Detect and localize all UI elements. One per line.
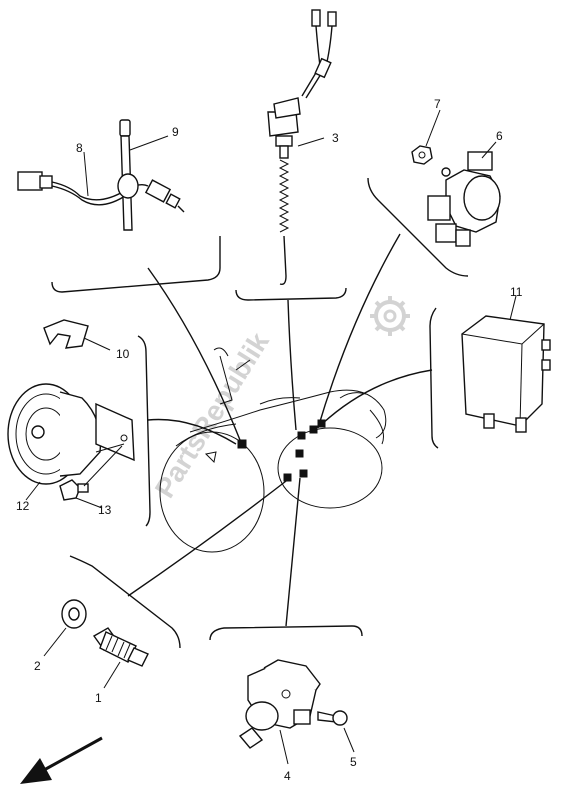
callout-6: 6 [496,129,503,143]
part-5-screw [317,710,348,726]
part-2-washer [61,599,87,629]
motorcycle-outline [159,347,387,553]
callout-13: 13 [98,503,112,517]
part-1-switch [92,627,149,667]
part-11-relay-box [461,315,551,433]
arrow-front-left-icon [20,736,103,784]
callout-4: 4 [284,769,291,783]
callout-leaders [25,109,517,765]
callout-1: 1 [95,691,102,705]
bracket-right [429,307,439,449]
callout-11: 11 [510,285,523,299]
callout-12: 12 [16,499,30,513]
part-10-clamp [43,319,89,349]
bracket-bottom-left [69,555,181,649]
gear-icon [370,296,410,336]
part-9-cable-tie [117,119,139,231]
part-6-starter-relay [427,151,501,247]
bracket-left [137,335,151,527]
part-4-switch-assembly [238,659,321,749]
part-7-nut [411,145,433,165]
part-12-horn [7,383,135,485]
connection-points [237,419,326,482]
bracket-bottom [209,625,363,641]
group-brackets [51,177,469,649]
callout-labels: 1 2 3 4 5 6 7 8 9 10 11 12 13 [16,97,523,783]
callout-9: 9 [172,125,179,139]
bracket-top-left [51,236,221,293]
watermark: PartsRepublik [149,296,410,503]
callout-2: 2 [34,659,41,673]
watermark-text: PartsRepublik [149,327,275,503]
callout-5: 5 [350,755,357,769]
bracket-top-right [367,177,469,277]
part-3-switch [267,9,337,286]
callout-10: 10 [116,347,130,361]
part-13-bolt [59,443,125,501]
callout-7: 7 [434,97,441,111]
leader-lines [127,233,433,627]
part-8-sensor-lead [17,171,185,213]
callout-3: 3 [332,131,339,145]
callout-8: 8 [76,141,83,155]
bracket-top-center [235,287,347,301]
